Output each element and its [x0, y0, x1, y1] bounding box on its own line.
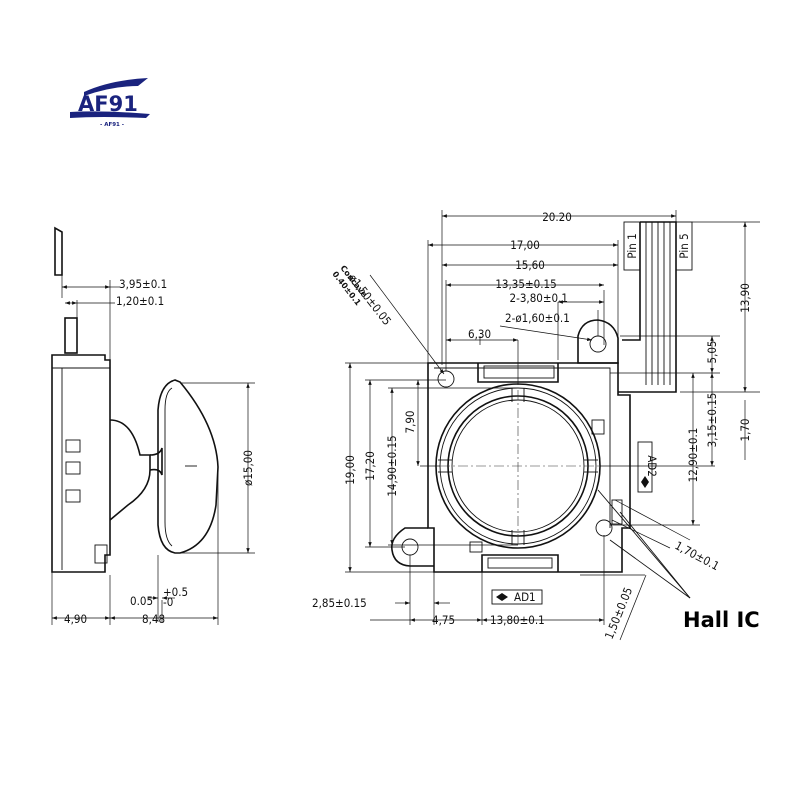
dim-2x-dia1-60: 2-ø1,60±0.1	[505, 311, 570, 325]
dim-2-85: 2,85±0.15	[312, 596, 367, 610]
dim-5-05: 5,05	[705, 340, 719, 363]
dim-1-20: 1,20±0.1	[116, 294, 164, 308]
side-view-dimensions: 3,95±0.1 1,20±0.1 ø15,00 0.05 +0.5 -0	[51, 275, 255, 626]
dim-4-75: 4,75	[432, 613, 455, 627]
dim-1-70-diagonal: 1,70±0.1	[673, 538, 722, 573]
logo-wing-shape	[84, 78, 148, 96]
pin-5-label: Pin 5	[677, 233, 691, 258]
dim-20-20: 20.20	[542, 210, 572, 224]
pin-1-label: Pin 1	[625, 233, 639, 258]
dim-14-90: 14,90±0.15	[385, 435, 399, 496]
brand-logo: AF91 - AF91 -	[70, 78, 150, 128]
dim-15-60: 15,60	[515, 258, 545, 272]
front-view-part: Pin 1 Pin 5	[390, 221, 693, 573]
hall-ic-label: Hall IC	[683, 608, 760, 632]
dim-3-95: 3,95±0.1	[119, 277, 167, 291]
dim-0-05: 0.05	[130, 594, 153, 608]
ad1-label: AD1	[514, 590, 536, 604]
front-view: Pin 1 Pin 5 AD1 AD2 20.20	[312, 210, 760, 641]
dim-4-90: 4,90	[64, 612, 87, 626]
dim-1-50-diagonal: 1,50±0.05	[602, 585, 635, 641]
dim-3-15: 3,15±0.15	[705, 393, 719, 448]
dim-13-80: 13,80±0.1	[490, 613, 545, 627]
side-view: 3,95±0.1 1,20±0.1 ø15,00 0.05 +0.5 -0	[51, 226, 255, 626]
dim-0-05-tol-upper: +0.5	[163, 585, 188, 599]
dim-17-00: 17,00	[510, 238, 540, 252]
ad1-marker: AD1	[491, 589, 543, 605]
front-view-dimensions: 20.20 17,00 15,60 13,35±0.15 2-3,80±0.1 …	[312, 210, 760, 641]
dim-6-30: 6,30	[468, 327, 491, 341]
dim-13-90: 13,90	[738, 283, 752, 313]
dim-8-48: 8,48	[142, 612, 165, 626]
dim-7-90: 7,90	[403, 410, 417, 433]
dim-13-35: 13,35±0.15	[495, 277, 556, 291]
logo-subtext: - AF91 -	[100, 122, 124, 128]
dim-1-70-vertical: 1,70	[738, 418, 752, 441]
logo-text: AF91	[78, 92, 138, 116]
dim-2x3-80: 2-3,80±0.1	[510, 291, 568, 305]
dim-12-90: 12,90±0.1	[686, 428, 700, 483]
side-view-part	[51, 226, 219, 573]
dim-19-00: 19,00	[343, 455, 357, 485]
hall-ic-callout: Hall IC	[597, 489, 760, 632]
dim-17-20: 17,20	[363, 451, 377, 481]
logo-base-shape	[70, 111, 150, 118]
ad2-marker: AD2	[637, 441, 659, 493]
dim-diameter-15: ø15,00	[241, 450, 255, 486]
dim-0-05-tol-lower: -0	[163, 595, 173, 609]
